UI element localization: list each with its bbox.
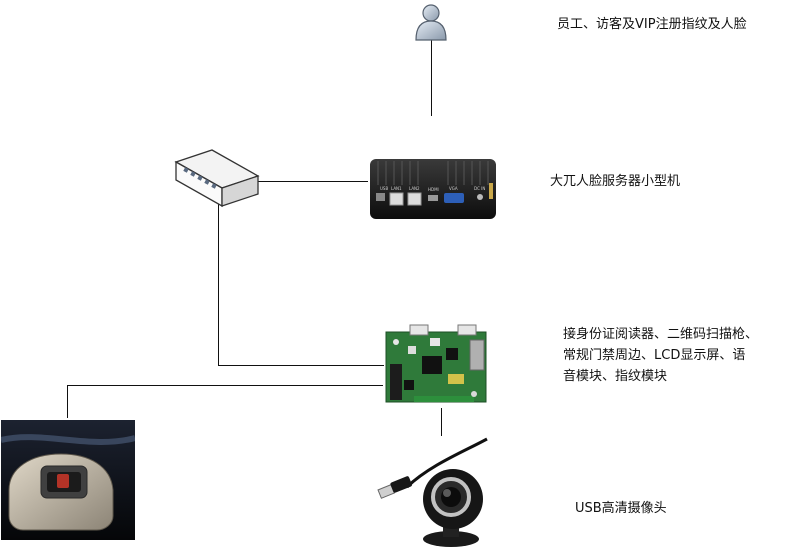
- port-label: DC IN: [474, 186, 485, 191]
- network-switch-icon: [174, 149, 260, 208]
- user-icon: [415, 4, 447, 41]
- board-peripherals-label: 接身份证阅读器、二维码扫描枪、常规门禁周边、LCD显示屏、语音模块、指纹模块: [563, 327, 759, 384]
- switch-to-board-line: [218, 365, 384, 366]
- fingerprint-reader-image: [1, 420, 135, 540]
- camera-label: USB高清摄像头: [575, 501, 667, 516]
- fingerprint-drop-line: [67, 385, 68, 418]
- port-label: VGA: [449, 186, 458, 191]
- mini-pc-server-image: USB LAN1 LAN2 HDMI VGA DC IN: [370, 159, 496, 219]
- fingerprint-to-board-line: [67, 385, 383, 386]
- server-label: 大兀人脸服务器小型机: [550, 174, 681, 189]
- port-label: USB: [380, 186, 388, 191]
- user-registration-label: 员工、访客及VIP注册指纹及人脸: [557, 17, 747, 32]
- port-label: LAN2: [409, 186, 420, 191]
- switch-to-server-line: [258, 181, 368, 182]
- board-to-camera-line: [441, 408, 442, 436]
- usb-camera-image: [377, 437, 488, 547]
- switch-down-line: [218, 200, 219, 365]
- port-label: LAN1: [391, 186, 402, 191]
- port-label: HDMI: [428, 187, 439, 192]
- controller-board-image: [385, 324, 487, 403]
- user-to-server-line: [431, 40, 432, 116]
